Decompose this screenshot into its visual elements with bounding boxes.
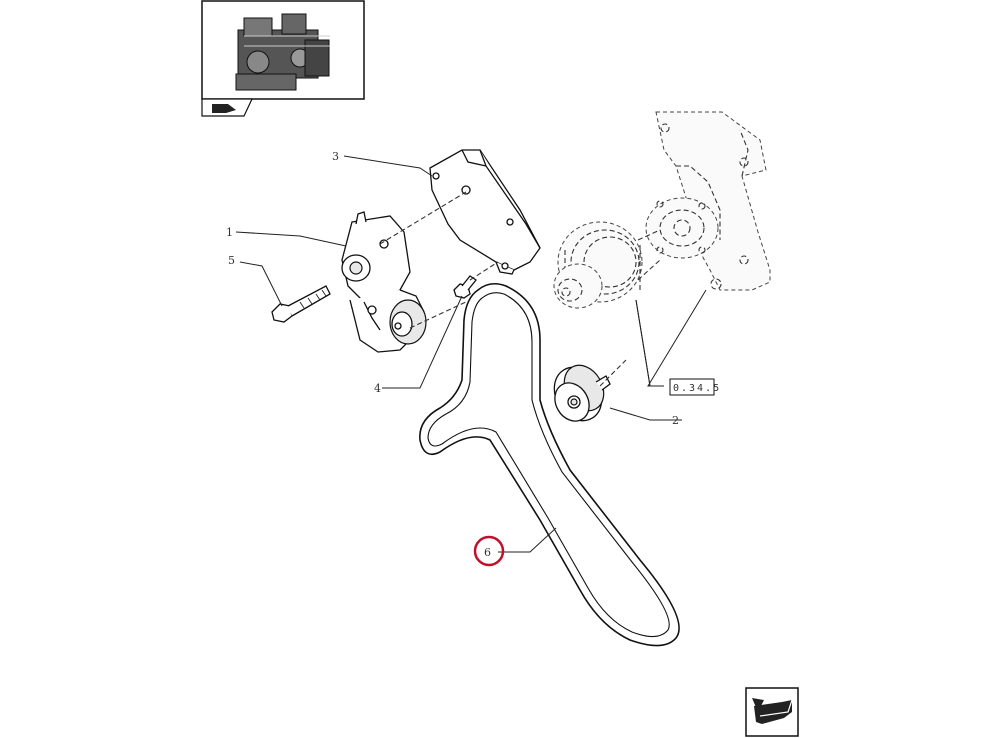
- reference-box[interactable]: 0.34.5: [669, 378, 721, 396]
- callout-2[interactable]: 2: [672, 414, 679, 427]
- book-arrow-icon[interactable]: [201, 98, 253, 117]
- callout-5[interactable]: 5: [228, 254, 235, 267]
- highlight-ring: [473, 535, 505, 567]
- leader-lines: [235, 155, 707, 553]
- part-4-bolt[interactable]: [453, 275, 477, 299]
- callout-6[interactable]: 6: [484, 546, 491, 559]
- part-2-idler-pulley[interactable]: [545, 358, 612, 429]
- engine-thumbnail: [235, 13, 330, 91]
- callout-1[interactable]: 1: [226, 226, 233, 239]
- next-page-arrow-icon[interactable]: [745, 687, 799, 737]
- water-pump-assembly: [553, 111, 771, 309]
- part-1-tensioner[interactable]: [341, 211, 427, 353]
- part-3-bracket[interactable]: [429, 149, 541, 275]
- callout-3[interactable]: 3: [332, 150, 339, 163]
- reference-label: 0.34.5: [673, 383, 721, 394]
- part-5-bolt[interactable]: [271, 285, 331, 323]
- engine-thumbnail-panel[interactable]: [201, 0, 365, 100]
- part-6-belt[interactable]: [419, 282, 680, 647]
- callout-4[interactable]: 4: [374, 382, 381, 395]
